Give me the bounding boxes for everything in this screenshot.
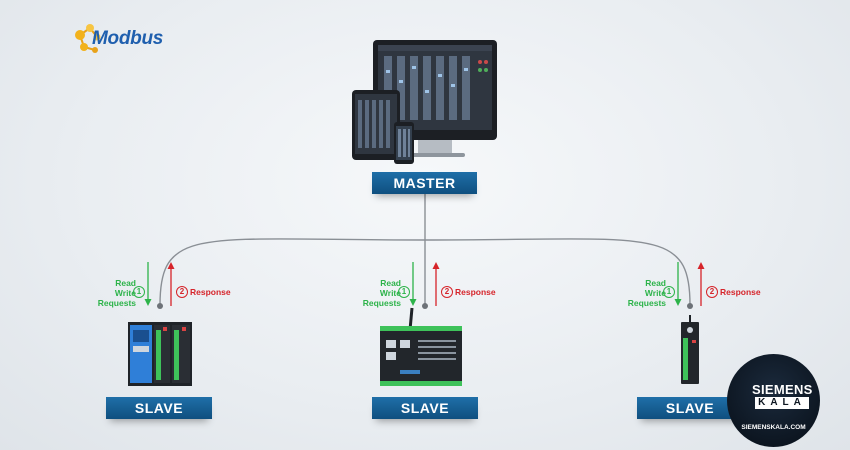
response-label-left: Response <box>190 287 231 297</box>
slave-plc-device-left <box>128 322 192 386</box>
modbus-logo-text: Modbus <box>92 28 164 49</box>
branch-line <box>159 238 691 306</box>
watermark-kala-text: KALA <box>755 397 809 409</box>
request-label-left: Read Write Requests <box>97 278 136 308</box>
slave-controller-device-center <box>380 307 462 386</box>
step-one-left: 1 <box>133 286 145 298</box>
response-label-center: Response <box>455 287 496 297</box>
step-two-left: 2 <box>176 286 188 298</box>
connection-dot-center <box>422 303 428 309</box>
request-label-right: Read Write Requests <box>627 278 666 308</box>
step-one-right: 1 <box>663 286 675 298</box>
step-one-center: 1 <box>398 286 410 298</box>
master-label: MASTER <box>372 172 477 194</box>
arrows-center <box>409 262 440 306</box>
modbus-logo-icon <box>75 24 101 53</box>
watermark-siemens-text: SIEMENS <box>752 382 813 397</box>
slave-label-left: SLAVE <box>106 397 212 419</box>
master-phone-icon <box>394 122 414 164</box>
slave-module-device-right <box>681 315 699 384</box>
step-two-right: 2 <box>706 286 718 298</box>
arrows-left <box>144 262 175 306</box>
arrows-right <box>674 262 705 306</box>
slave-label-center: SLAVE <box>372 397 478 419</box>
slave-label-right: SLAVE <box>637 397 743 419</box>
connection-dot-left <box>157 303 163 309</box>
request-label-center: Read Write Requests <box>362 278 401 308</box>
connection-dot-right <box>687 303 693 309</box>
watermark-url: SIEMENSKALA.COM <box>741 424 806 431</box>
step-two-center: 2 <box>441 286 453 298</box>
response-label-right: Response <box>720 287 761 297</box>
master-tablet-icon <box>352 90 400 160</box>
